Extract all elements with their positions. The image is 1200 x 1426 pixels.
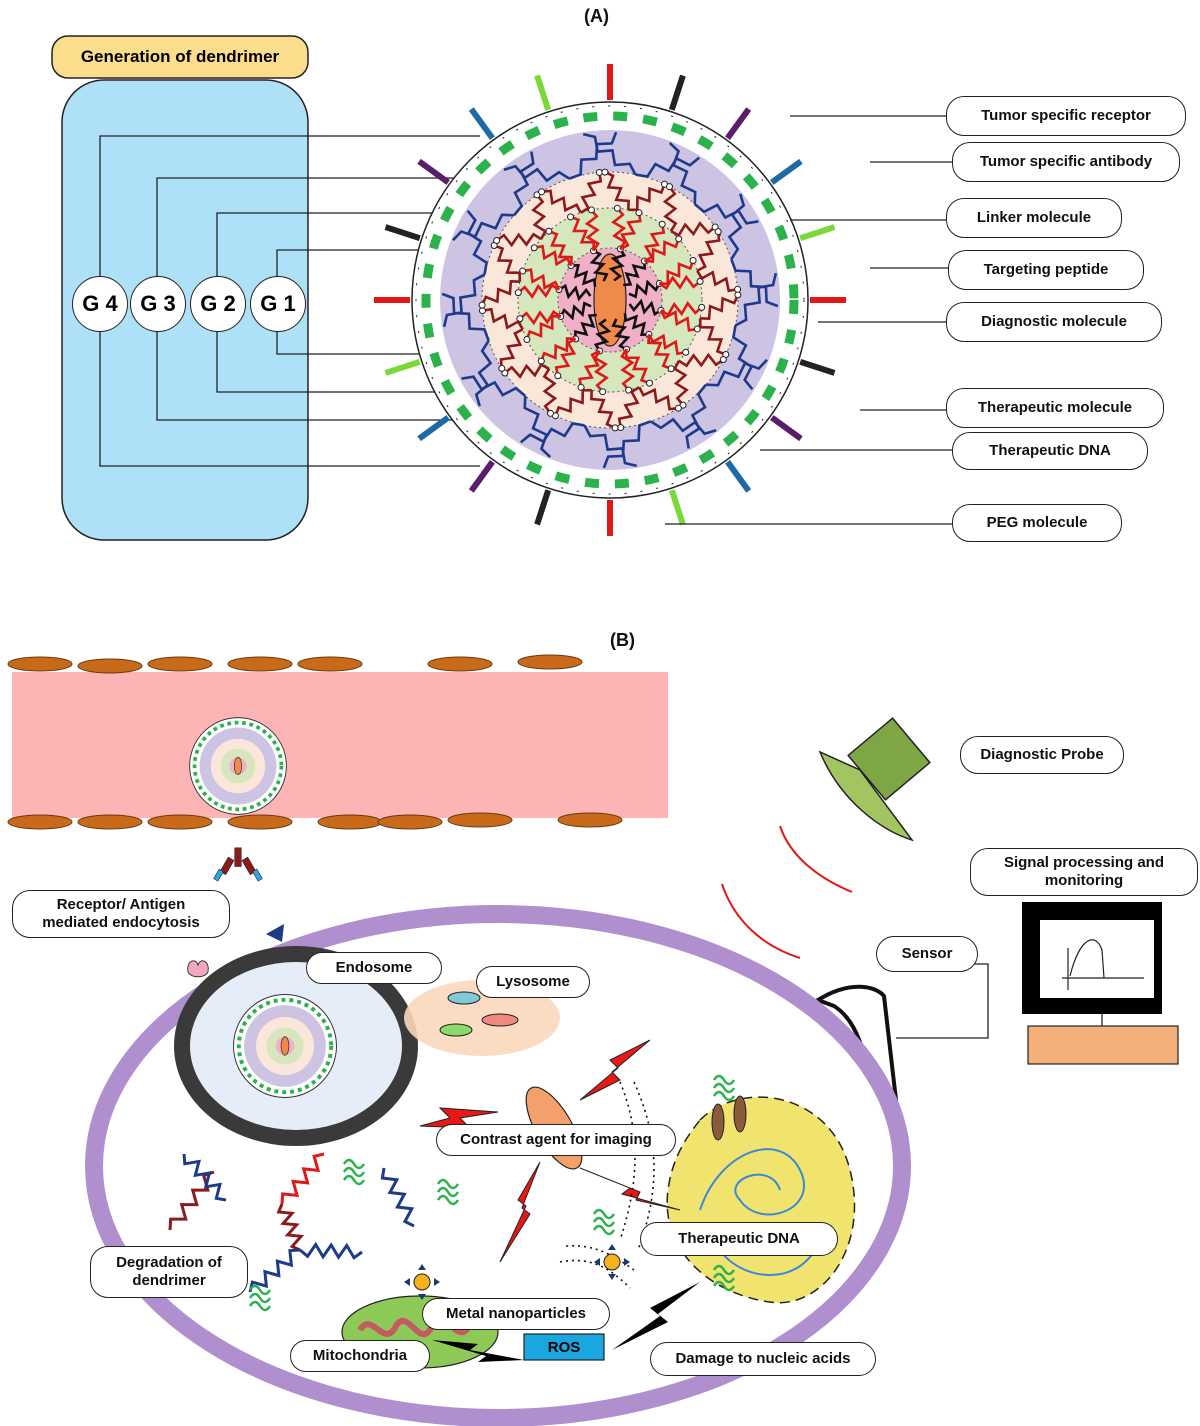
label-diagnostic-molecule: Diagnostic molecule — [946, 302, 1162, 342]
label-tumor-antibody: Tumor specific antibody — [952, 142, 1180, 182]
sensor-cable — [896, 963, 989, 1039]
label-damage-nucleic-acids: Damage to nucleic acids — [650, 1342, 876, 1376]
label-lysosome: Lysosome — [476, 966, 590, 998]
label-metal-nanoparticles: Metal nanoparticles — [422, 1298, 610, 1330]
label-tumor-receptor: Tumor specific receptor — [946, 96, 1186, 136]
blood-vessel — [7, 654, 668, 830]
label-diagnostic-probe: Diagnostic Probe — [960, 736, 1124, 774]
label-endocytosis: Receptor/ Antigen mediated endocytosis — [12, 890, 230, 938]
label-degradation: Degradation of dendrimer — [90, 1246, 248, 1298]
dendrimer — [374, 64, 846, 536]
generation-g1: G 1 — [250, 276, 306, 332]
label-therapeutic-dna-cell: Therapeutic DNA — [640, 1222, 838, 1256]
ros-box — [523, 1333, 605, 1361]
panel-b-label: (B) — [610, 630, 635, 650]
label-therapeutic-molecule: Therapeutic molecule — [946, 388, 1164, 428]
monitor — [1022, 902, 1179, 1065]
label-signal-processing: Signal processing and monitoring — [970, 848, 1198, 896]
panel-a-label: (A) — [584, 6, 609, 26]
label-mitochondria: Mitochondria — [290, 1340, 430, 1372]
label-contrast-agent: Contrast agent for imaging — [436, 1124, 676, 1156]
label-linker: Linker molecule — [946, 198, 1122, 238]
lysosome — [404, 980, 560, 1056]
generation-title: Generation of dendrimer — [80, 47, 280, 66]
generation-g2: G 2 — [190, 276, 246, 332]
label-sensor: Sensor — [876, 936, 978, 972]
label-ros: ROS — [547, 1338, 581, 1356]
generation-g4: G 4 — [72, 276, 128, 332]
membrane-receptor — [187, 960, 209, 978]
vessel-dendrimer — [187, 715, 289, 817]
label-therapeutic-dna: Therapeutic DNA — [952, 432, 1148, 470]
callout-lines — [665, 115, 952, 525]
released-antibody — [213, 847, 263, 882]
membrane-marker — [266, 924, 284, 942]
endosome-dendrimer — [231, 992, 339, 1100]
label-endosome: Endosome — [306, 952, 442, 984]
generation-g3: G 3 — [130, 276, 186, 332]
diagnostic-probe — [818, 717, 931, 842]
label-targeting-peptide: Targeting peptide — [948, 250, 1144, 290]
lightning-bolts — [419, 1039, 681, 1263]
black-bolts — [432, 1282, 700, 1362]
degradation-fragments — [168, 1152, 415, 1293]
label-peg: PEG molecule — [952, 504, 1122, 542]
